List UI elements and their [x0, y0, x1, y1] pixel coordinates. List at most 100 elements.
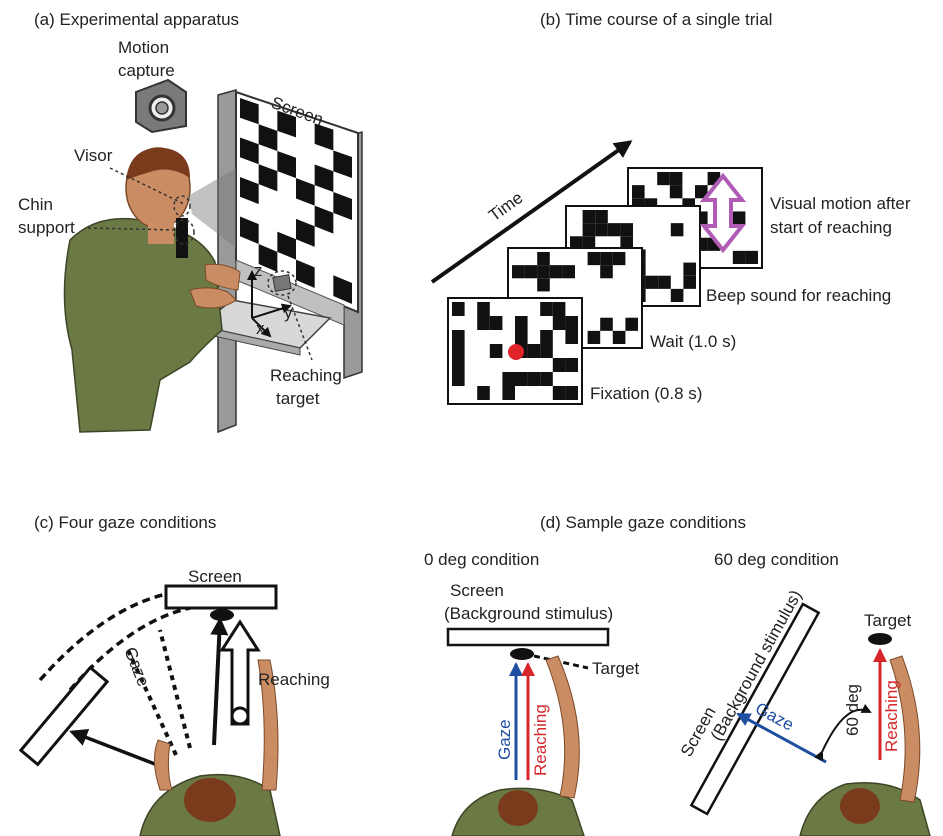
checker-cell	[524, 265, 538, 279]
panel-c-screen-label: Screen	[188, 567, 242, 586]
checker-cell	[527, 372, 541, 386]
checker-cell	[296, 259, 315, 288]
checker-cell	[333, 192, 352, 220]
trial-frames	[447, 167, 763, 405]
panel-a-title: (a) Experimental apparatus	[34, 10, 239, 29]
checker-cell	[333, 150, 352, 178]
checker-cell	[537, 252, 550, 266]
checker-cell	[477, 386, 490, 400]
checker-cell	[552, 358, 566, 372]
checker-cell	[489, 316, 503, 330]
checker-cell	[258, 244, 278, 272]
panel-d-title: (d) Sample gaze conditions	[540, 513, 746, 532]
checker-cell	[502, 372, 515, 386]
checker-cell	[296, 178, 315, 206]
checker-cell	[612, 252, 626, 266]
apparatus-screen	[198, 89, 363, 434]
checker-cell	[683, 262, 696, 276]
panel-c-reaching-label: Reaching	[258, 670, 330, 689]
checker-cell	[632, 185, 645, 199]
checker-cell	[612, 330, 626, 344]
checker-cell	[565, 386, 578, 400]
checker-cell	[552, 302, 566, 316]
motion-capture-label-1: Motion	[118, 38, 169, 57]
checker-cell	[625, 317, 638, 331]
checker-cell	[540, 302, 553, 316]
visor-leader	[109, 167, 185, 205]
checker-cell	[600, 317, 613, 331]
checker-cell	[658, 275, 671, 289]
beep-label: Beep sound for reaching	[706, 286, 891, 305]
checker-cell	[452, 372, 465, 386]
checker-cell	[452, 330, 465, 344]
wait-label: Wait (1.0 s)	[650, 332, 736, 351]
checker-cell	[562, 265, 575, 279]
checker-cell	[477, 302, 490, 316]
checker-cell	[565, 330, 578, 344]
checker-cell	[515, 316, 528, 330]
checker-cell	[540, 372, 553, 386]
motion-capture-icon	[135, 78, 187, 134]
checker-cell	[240, 177, 259, 205]
sixty-reaching-label: Reaching	[882, 680, 901, 752]
checker-cell	[540, 330, 553, 344]
chin-support-label-2: support	[18, 218, 75, 237]
zero-screen-label-1: Screen	[450, 581, 504, 600]
checker-cell	[732, 211, 746, 225]
checker-cell	[582, 236, 596, 250]
checker-cell	[537, 265, 550, 279]
fixation-label: Fixation (0.8 s)	[590, 384, 702, 403]
chin-leader	[87, 227, 177, 231]
time-arrow	[430, 140, 633, 284]
checker-cell	[515, 372, 528, 386]
checker-cell	[683, 275, 696, 289]
checker-cell	[452, 358, 465, 372]
checker-cell	[258, 124, 278, 151]
visor-label: Visor	[74, 146, 113, 165]
checker-cell	[258, 164, 278, 192]
zero-target-label: Target	[592, 659, 640, 678]
checker-cell	[333, 275, 352, 304]
checker-cell	[582, 210, 596, 224]
visual-motion-arrow	[699, 172, 747, 254]
checker-cell	[277, 110, 296, 138]
checker-cell	[489, 344, 503, 358]
coordinate-axes	[247, 270, 313, 361]
fixation-dot	[508, 344, 524, 360]
checker-cell	[277, 231, 296, 260]
checker-cell	[549, 265, 563, 279]
reaching-target-label-1: Reaching	[270, 366, 342, 385]
checker-cell	[595, 223, 608, 237]
checker-cell	[502, 386, 515, 400]
chin-support-label-1: Chin	[18, 195, 53, 214]
panel-c-gaze-label: Gaze	[120, 644, 153, 689]
checker-cell	[620, 223, 633, 237]
reaching-target-label-2: target	[276, 389, 320, 408]
checkerboard-pattern	[240, 98, 352, 304]
checker-cell	[452, 302, 465, 316]
panel-c-title: (c) Four gaze conditions	[34, 513, 216, 532]
checker-cell	[565, 316, 578, 330]
checker-cell	[669, 185, 683, 199]
gaze-conditions-diagram	[18, 584, 281, 836]
axis-y-label: y	[284, 303, 293, 322]
checker-cell	[607, 223, 621, 237]
checker-cell	[570, 236, 583, 250]
subject-figure	[63, 147, 241, 433]
checker-cell	[600, 252, 613, 266]
zero-screen-label-2: (Background stimulus)	[444, 604, 613, 623]
axis-x-label: x	[256, 319, 265, 338]
sixty-deg-title: 60 deg condition	[714, 550, 839, 569]
checker-cell	[587, 252, 601, 266]
zero-deg-diagram	[446, 627, 610, 836]
checker-cell	[296, 218, 315, 247]
checker-cell	[452, 344, 465, 358]
checker-cell	[657, 172, 670, 186]
visual-motion-label-1: Visual motion after	[770, 194, 911, 213]
checker-cell	[240, 216, 259, 245]
sixty-target-label: Target	[864, 611, 912, 630]
checker-cell	[477, 316, 490, 330]
checker-cell	[537, 278, 550, 292]
sixty-gaze-label: Gaze	[752, 699, 797, 735]
checker-cell	[314, 123, 334, 151]
